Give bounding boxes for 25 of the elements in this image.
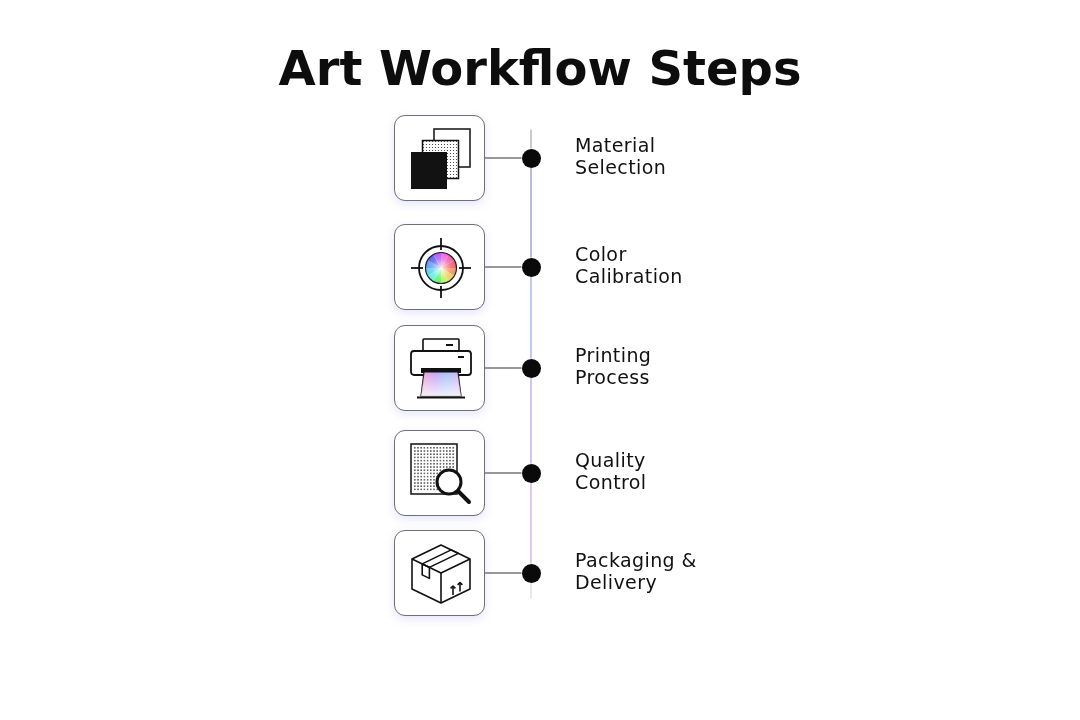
timeline-dot: [521, 563, 541, 583]
timeline-dot: [521, 257, 541, 277]
step-label: Color Calibration: [575, 243, 684, 287]
icon-card: [394, 530, 485, 616]
connector-line: [484, 157, 523, 159]
timeline-dot: [521, 358, 541, 378]
icon-card: [394, 430, 485, 516]
step-label: Quality Control: [575, 449, 648, 493]
timeline-dot: [521, 148, 541, 168]
timeline-segment: [530, 166, 532, 259]
connector-line: [484, 472, 523, 474]
icon-card: [394, 325, 485, 411]
connector-line: [484, 572, 523, 574]
step-label: Printing Process: [575, 344, 653, 388]
diagram-title: Art Workflow Steps: [278, 40, 802, 96]
icon-card: [394, 115, 485, 201]
step-label: Packaging & Delivery: [575, 549, 698, 593]
step-label: Material Selection: [575, 134, 668, 178]
icon-card: [394, 224, 485, 310]
timeline-dot: [521, 463, 541, 483]
timeline-segment: [530, 481, 532, 565]
connector-line: [484, 266, 523, 268]
connector-line: [484, 367, 523, 369]
timeline-segment: [530, 275, 532, 360]
timeline-segment: [530, 376, 532, 465]
